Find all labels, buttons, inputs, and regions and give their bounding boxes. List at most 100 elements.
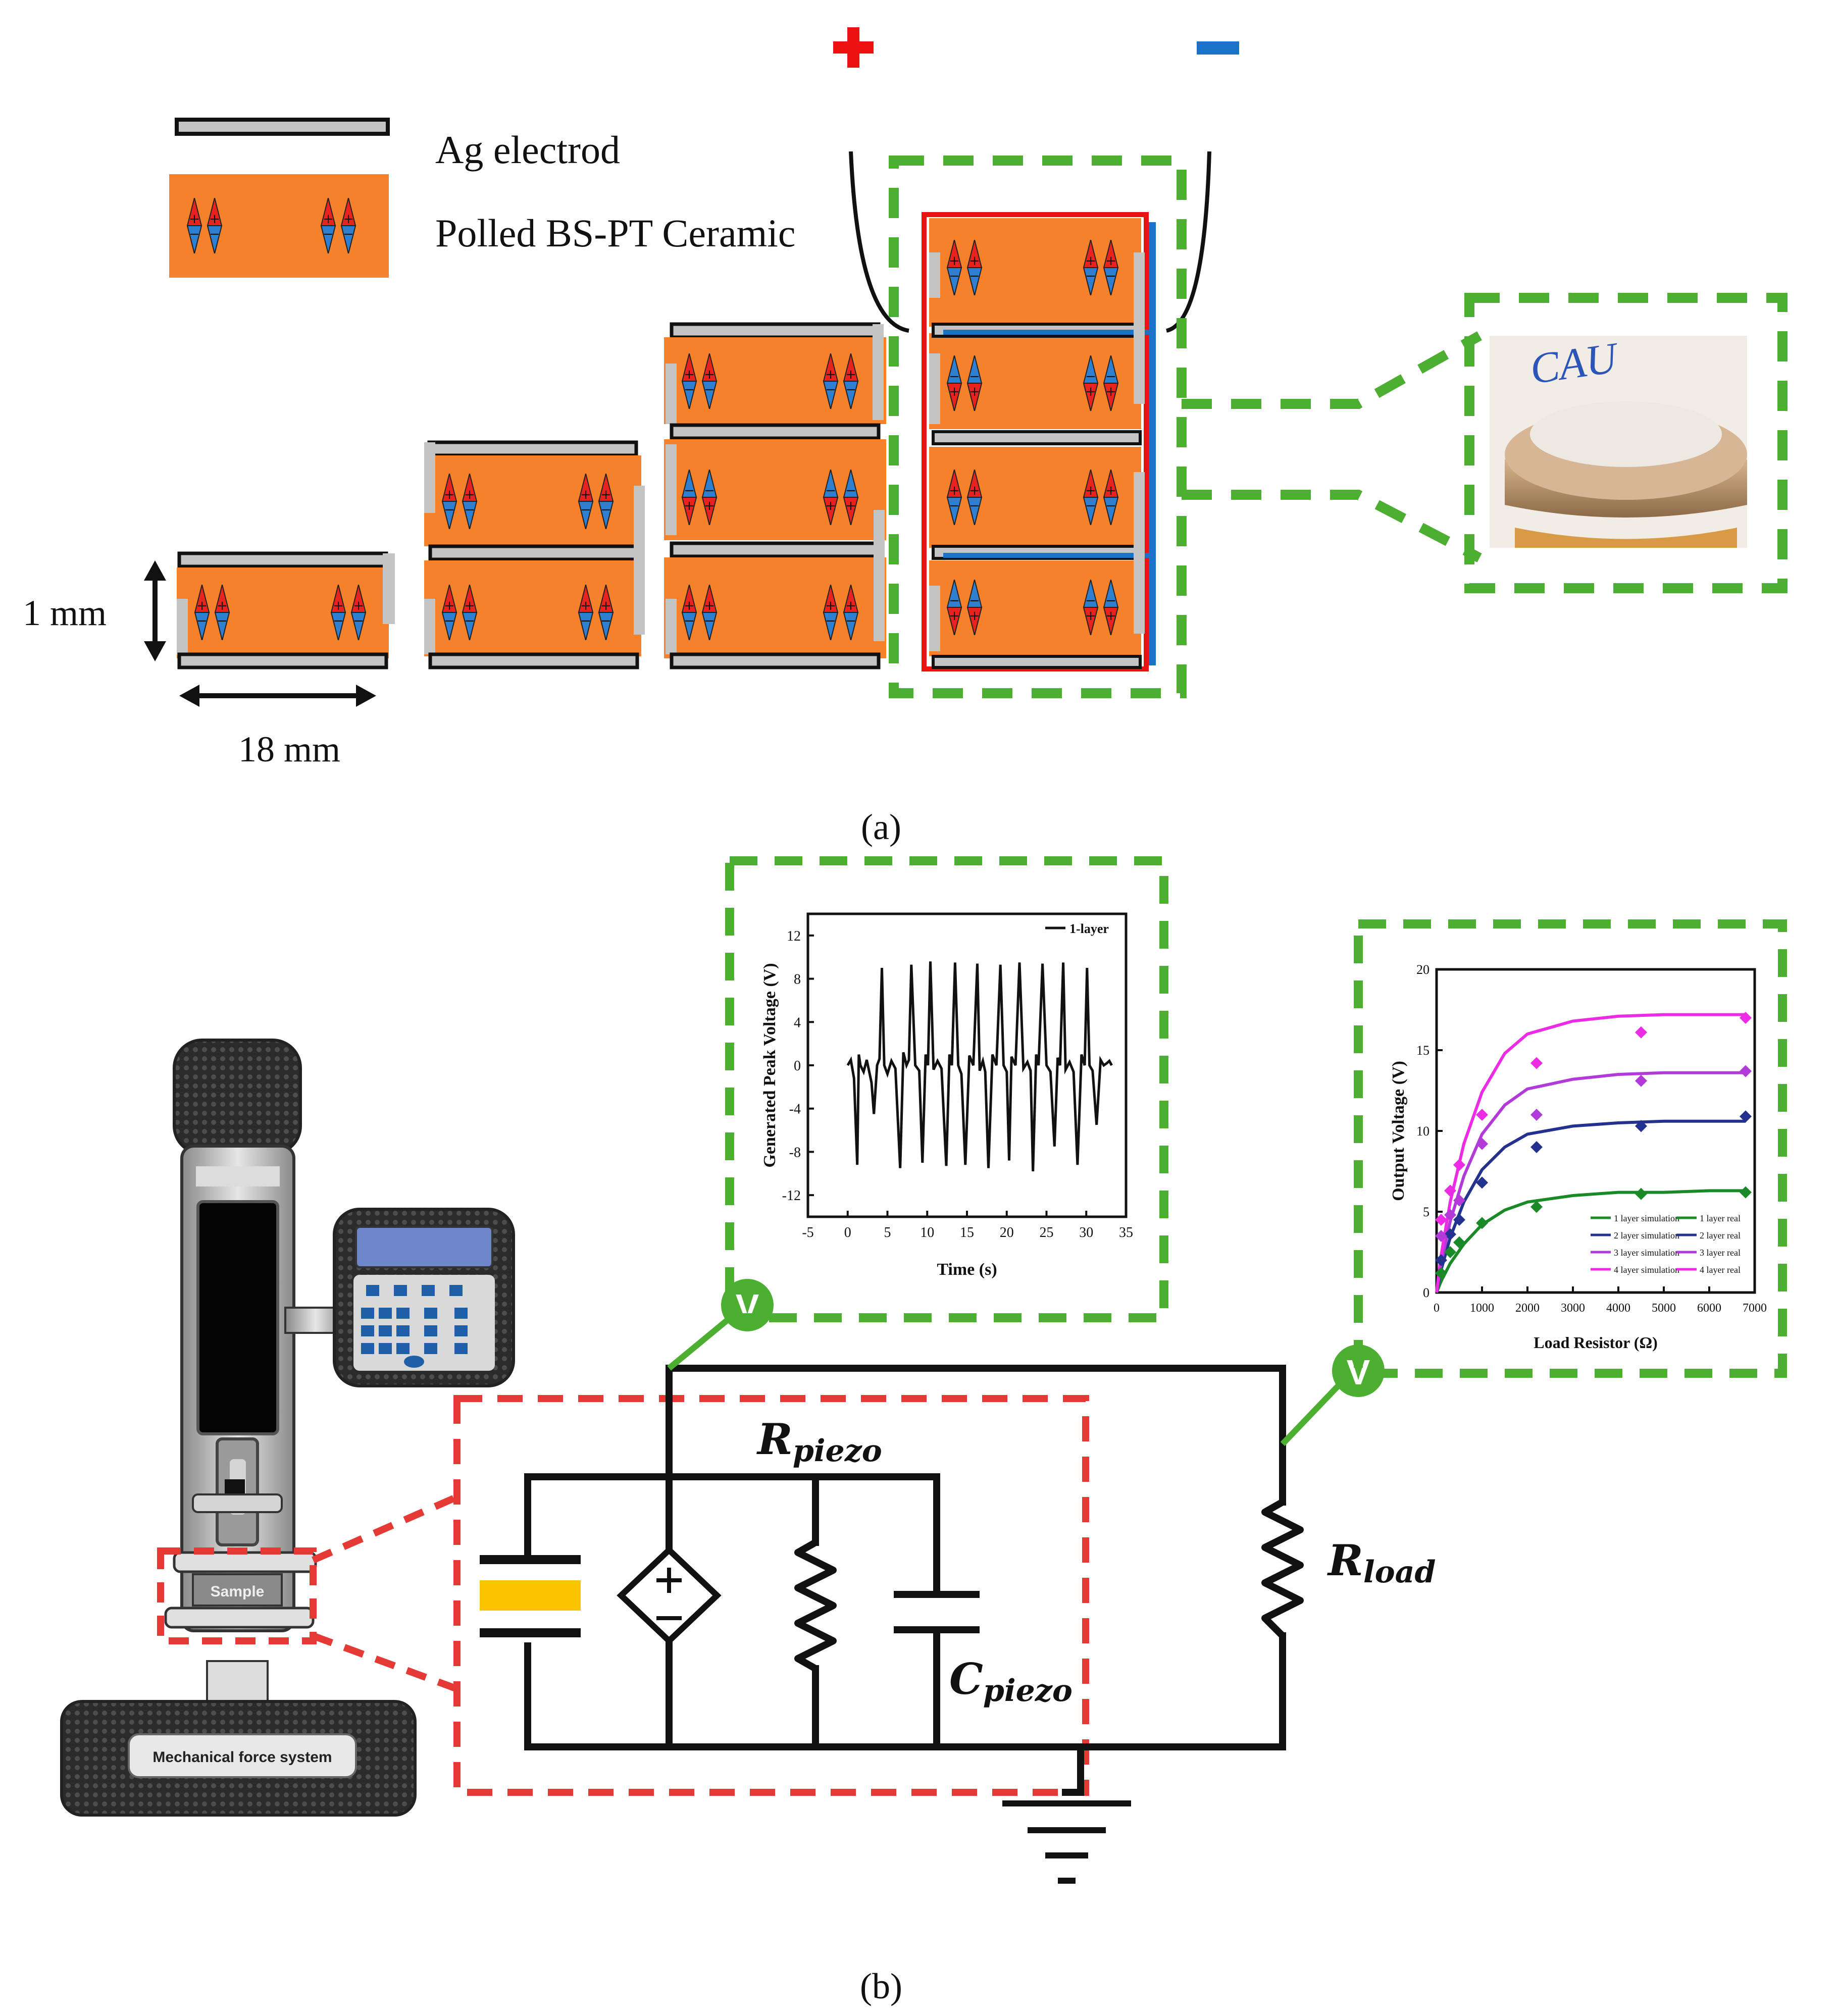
chart2-data-point bbox=[1444, 1228, 1456, 1240]
ground-icon bbox=[1002, 1800, 1131, 1884]
chart2-data-point bbox=[1740, 1186, 1752, 1199]
chart2-legend-label: 3 layer real bbox=[1700, 1248, 1741, 1258]
chart2-data-point bbox=[1435, 1230, 1447, 1242]
resistor-r-piezo-icon bbox=[794, 1539, 837, 1672]
chart1-y-tick-label: 0 bbox=[794, 1058, 801, 1074]
chart2-data-point bbox=[1635, 1026, 1647, 1039]
voltmeter-1-icon: V bbox=[667, 1279, 774, 1371]
equivalent-circuit bbox=[524, 1365, 1286, 1796]
chart2-series-line bbox=[1435, 1189, 1746, 1294]
chart2-x-tick-label: 4000 bbox=[1606, 1302, 1630, 1315]
chart1-x-tick-label: 25 bbox=[1040, 1225, 1054, 1240]
chart2-legend-label: 4 layer simulation bbox=[1614, 1265, 1679, 1275]
chart2-data-point bbox=[1740, 1110, 1752, 1123]
c-piezo-label: Cpiezo bbox=[949, 1654, 1073, 1709]
chart2-y-tick-label: 15 bbox=[1416, 1043, 1429, 1058]
chart1-series-1-layer bbox=[846, 961, 1113, 1172]
chart2-data-point bbox=[1740, 1065, 1752, 1077]
chart2-data-point bbox=[1635, 1074, 1647, 1087]
piezo-model-box bbox=[453, 1395, 1089, 1796]
chart2-y-tick-label: 20 bbox=[1416, 962, 1429, 977]
stack-2-layer bbox=[424, 440, 645, 669]
chart1-legend-label: 1-layer bbox=[1069, 921, 1109, 936]
dependent-source-icon bbox=[617, 1545, 722, 1645]
control-keypad-icon bbox=[333, 1208, 515, 1387]
chart2-series-line bbox=[1435, 1119, 1746, 1293]
panel-b: Sample Mechanical force system bbox=[60, 856, 1787, 2006]
chart2-x-tick-label: 3000 bbox=[1561, 1302, 1585, 1315]
chart2-y-tick-label: 10 bbox=[1416, 1124, 1429, 1139]
capacitor-c-piezo-icon bbox=[894, 1591, 980, 1633]
chart2-data-point bbox=[1476, 1138, 1488, 1150]
chart1-y-tick-label: 4 bbox=[794, 1015, 801, 1030]
chart2-x-tick-label: 5000 bbox=[1652, 1302, 1676, 1315]
sample-label: Sample bbox=[211, 1583, 265, 1600]
chart1-y-label: Generated Peak Voltage (V) bbox=[760, 963, 779, 1167]
chart2-data-point bbox=[1444, 1209, 1456, 1221]
chart2-x-tick-label: 2000 bbox=[1515, 1302, 1540, 1315]
chart1-x-tick-label: 0 bbox=[844, 1225, 851, 1240]
chart2-legend-label: 1 layer simulation bbox=[1614, 1213, 1679, 1223]
chart2-x-tick-label: 6000 bbox=[1697, 1302, 1721, 1315]
legend-ceramic-label: Polled BS-PT Ceramic bbox=[435, 211, 796, 255]
legend-ceramic-swatch bbox=[169, 174, 389, 278]
chart1-y-tick-label: -4 bbox=[789, 1102, 801, 1117]
zoom-connector bbox=[1182, 331, 1482, 562]
chart1-x-tick-label: -5 bbox=[802, 1225, 813, 1240]
chart1-x-tick-label: 30 bbox=[1079, 1225, 1093, 1240]
legend-electrode-label: Ag electrod bbox=[435, 128, 620, 172]
chart2-data-point bbox=[1435, 1267, 1447, 1279]
chart1-y-tick-label: -12 bbox=[782, 1188, 801, 1204]
chart1-plot-area bbox=[806, 912, 1128, 1218]
chart2-legend-label: 2 layer simulation bbox=[1614, 1230, 1679, 1240]
panel-b-label: (b) bbox=[860, 1966, 902, 2006]
chart1-x-tick-label: 10 bbox=[920, 1225, 934, 1240]
legend-electrode-swatch bbox=[175, 118, 390, 136]
stack-1-layer bbox=[177, 551, 395, 669]
chart1-y-tick-label: -8 bbox=[789, 1145, 801, 1160]
sample-zoom-connector bbox=[312, 1493, 458, 1692]
battery-icon bbox=[480, 1555, 581, 1637]
chart2-plot-area bbox=[1435, 968, 1756, 1294]
chart2-data-point bbox=[1453, 1194, 1465, 1207]
highlight-box-load-chart bbox=[1354, 919, 1787, 1378]
highlight-box-stack bbox=[889, 156, 1187, 698]
r-load-label: Rload bbox=[1327, 1535, 1436, 1590]
minus-terminal-icon bbox=[1197, 41, 1239, 55]
plus-terminal-icon bbox=[833, 27, 874, 68]
chart2-series-line bbox=[1435, 1071, 1746, 1293]
chart1-y-tick-label: 8 bbox=[794, 972, 801, 988]
chart2-data-point bbox=[1530, 1201, 1543, 1213]
stack-4-layer bbox=[849, 151, 1211, 671]
chart2-legend-label: 3 layer simulation bbox=[1614, 1248, 1679, 1258]
thickness-label: 1 mm bbox=[23, 593, 107, 633]
sample-photo: CAU bbox=[1490, 333, 1747, 548]
stack-3-layer bbox=[664, 322, 886, 669]
chart2-x-tick-label: 0 bbox=[1434, 1302, 1440, 1315]
chart1-x-tick-label: 5 bbox=[884, 1225, 891, 1240]
thickness-arrow bbox=[144, 560, 166, 661]
chart2-data-point bbox=[1635, 1120, 1647, 1132]
chart2-data-point bbox=[1453, 1214, 1465, 1226]
chart2-data-point bbox=[1453, 1159, 1465, 1171]
sample-highlight-box bbox=[157, 1547, 317, 1644]
chart2-data-point bbox=[1476, 1217, 1488, 1229]
r-piezo-label: Rpiezo bbox=[756, 1414, 882, 1469]
chart2-data-point bbox=[1740, 1012, 1752, 1024]
chart2-data-point bbox=[1635, 1187, 1647, 1200]
chart1-x-tick-label: 35 bbox=[1119, 1225, 1133, 1240]
chart2-legend-label: 4 layer real bbox=[1700, 1265, 1741, 1275]
chart1-x-tick-label: 20 bbox=[1000, 1225, 1014, 1240]
mechanical-tester-icon: Sample Mechanical force system bbox=[60, 1039, 417, 1817]
chart2-y-tick-label: 0 bbox=[1423, 1285, 1429, 1300]
highlight-box-photo bbox=[1464, 293, 1788, 593]
chart2-data-point bbox=[1444, 1246, 1456, 1258]
chart2-x-label: Load Resistor (Ω) bbox=[1534, 1333, 1657, 1352]
chart2-data-point bbox=[1435, 1254, 1447, 1266]
chart2-legend-label: 2 layer real bbox=[1700, 1230, 1741, 1240]
chart2-data-point bbox=[1476, 1109, 1488, 1121]
chart2-data-point bbox=[1453, 1236, 1465, 1249]
